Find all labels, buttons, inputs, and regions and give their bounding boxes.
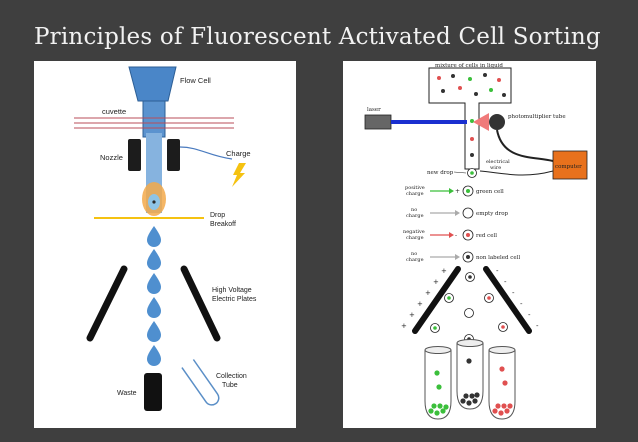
svg-text:-: -	[528, 311, 531, 319]
droplet	[147, 273, 161, 294]
cuvette-lines	[74, 117, 234, 129]
legend-sign: +	[455, 188, 460, 195]
computer-label: computer	[555, 164, 582, 170]
nozzle-label: Nozzle	[100, 153, 123, 162]
legend-drop-label: green cell	[476, 189, 504, 195]
new-drop-label: new drop	[427, 170, 454, 176]
sorting-schematic: mixture of cells in liquid laser photomu…	[364, 63, 588, 420]
droplet	[147, 226, 161, 247]
charge-wire	[179, 146, 233, 160]
flow-cell-diagram-panel: Flow Cell cuvette Nozzle Charge Drop Bre…	[34, 61, 296, 428]
new-drop-pointer	[453, 171, 467, 174]
emission-cone	[473, 113, 489, 131]
photomultiplier-tube	[489, 114, 505, 130]
electrical-wire-label-line2: wire	[490, 165, 501, 171]
legend-charge-line2: charge	[406, 235, 424, 241]
cell-dot	[152, 200, 156, 204]
legend-charge-line1: no	[411, 251, 417, 257]
legend-charge-line1: negative	[403, 229, 425, 235]
svg-text:+: +	[433, 278, 439, 286]
legend-charge-line1: positive	[405, 185, 425, 191]
droplet	[147, 345, 161, 366]
collection-tube-label-line2: Tube	[222, 382, 238, 389]
plate-charge-signs: +++ +++ --- ---	[401, 267, 539, 330]
drop-breakoff-label-line1: Drop	[210, 212, 225, 219]
charge-bolt-icon	[232, 163, 246, 187]
drop-breakoff-label-line2: Breakoff	[210, 221, 236, 228]
laser-device	[364, 114, 392, 130]
deflection-plate-left	[412, 266, 461, 334]
collection-tube-label-line1: Collection	[216, 373, 247, 380]
slide-title: Principles of Fluorescent Activated Cell…	[34, 24, 601, 50]
flow-cell-neck	[142, 100, 166, 138]
legend-charge-line2: charge	[406, 213, 424, 219]
mixture-cells	[437, 73, 506, 157]
sorting-schematic-panel: mixture of cells in liquid laser photomu…	[343, 61, 596, 428]
collection-tube-waste	[456, 339, 484, 410]
svg-text:+: +	[441, 267, 447, 275]
waste-label: Waste	[117, 390, 137, 397]
svg-text:-: -	[536, 322, 539, 330]
legend-drop-label: empty drop	[476, 211, 509, 217]
nozzle-right	[167, 139, 180, 171]
mixture-container	[428, 67, 512, 170]
deflected-drops	[430, 272, 508, 344]
svg-text:-: -	[504, 278, 507, 286]
svg-text:-: -	[512, 289, 515, 297]
legend-drop-label: red cell	[476, 233, 497, 239]
pmt-cable	[496, 129, 554, 162]
electrical-wire-label-line1: electrical	[486, 159, 510, 165]
droplet	[147, 321, 161, 342]
droplet	[147, 249, 161, 270]
svg-text:+: +	[417, 300, 423, 308]
laser-label: laser	[367, 107, 381, 113]
new-drop-cell	[470, 171, 474, 175]
legend-sign: -	[455, 232, 457, 239]
electric-plate-left	[86, 265, 128, 342]
legend-row-empty: no charge empty drop	[406, 207, 509, 219]
svg-text:-: -	[520, 300, 523, 308]
collection-tube-red	[488, 346, 516, 420]
electrical-wire	[479, 170, 554, 176]
plates-label-line2: Electric Plates	[212, 296, 257, 303]
flow-cell-shape	[128, 66, 177, 102]
legend-drop-label: non labeled cell	[476, 255, 520, 261]
droplet	[147, 297, 161, 318]
svg-text:+: +	[425, 289, 431, 297]
collection-tube-green	[424, 346, 452, 420]
svg-text:+: +	[401, 322, 407, 330]
flow-cell-label: Flow Cell	[180, 76, 211, 85]
flow-cell-diagram: Flow Cell cuvette Nozzle Charge Drop Bre…	[74, 66, 257, 411]
droplets	[147, 226, 161, 366]
electric-plate-right	[180, 265, 221, 342]
charge-label: Charge	[226, 149, 251, 158]
computer-box	[552, 150, 588, 180]
legend-row-unlabeled: no charge non labeled cell	[406, 251, 520, 263]
mixture-label: mixture of cells in liquid	[435, 63, 503, 69]
waste-container	[144, 373, 162, 411]
plates-label-line1: High Voltage	[212, 287, 252, 294]
photomultiplier-label: photomultiplier tube	[508, 114, 566, 120]
cuvette-label: cuvette	[102, 107, 126, 116]
svg-text:+: +	[409, 311, 415, 319]
svg-text:-: -	[496, 267, 499, 275]
collection-tube	[181, 359, 220, 406]
legend-charge-line2: charge	[406, 191, 424, 197]
nozzle-left	[128, 139, 141, 171]
legend-charge-line1: no	[411, 207, 417, 213]
legend-row-positive: positive charge + green cell	[405, 185, 504, 197]
deflection-plate-right	[483, 266, 532, 334]
legend-charge-line2: charge	[406, 257, 424, 263]
legend-row-negative: negative charge - red cell	[403, 229, 497, 241]
